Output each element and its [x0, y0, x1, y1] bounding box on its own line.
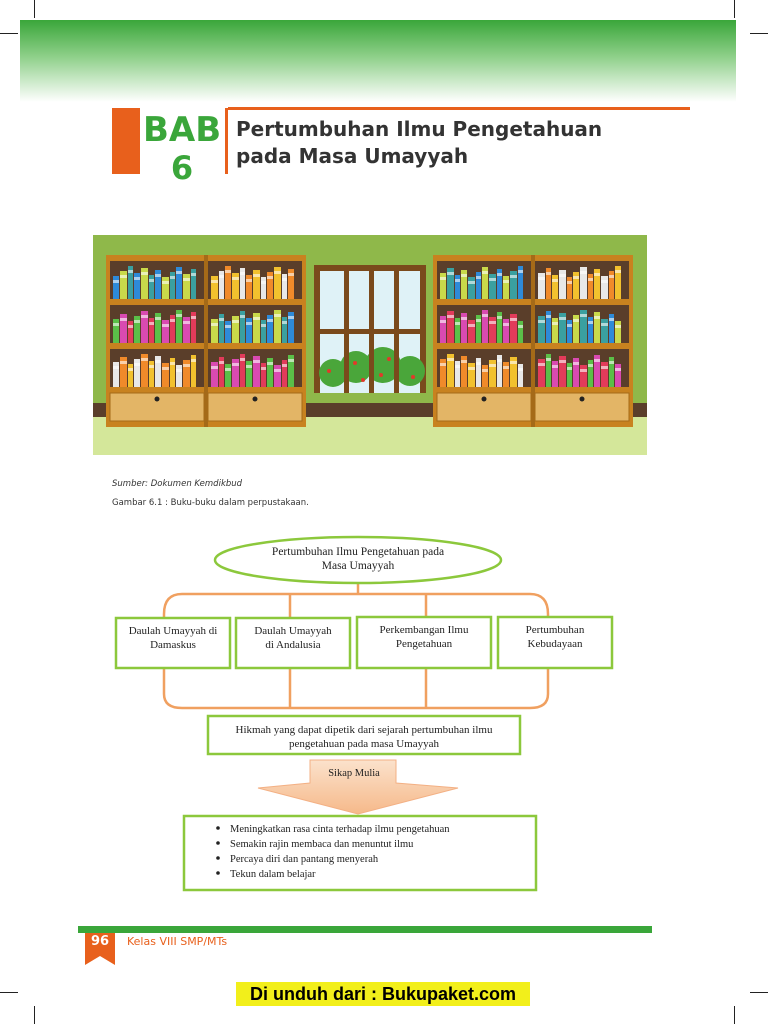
crop-mark	[750, 33, 768, 34]
window	[314, 265, 426, 393]
chapter-title-line1: Pertumbuhan Ilmu Pengetahuan	[236, 116, 676, 143]
hikmah-line2: pengetahuan pada masa Umayyah	[289, 738, 439, 750]
arrow-label: Sikap Mulia	[328, 768, 380, 779]
crop-mark	[734, 1006, 735, 1024]
figure-caption: Gambar 6.1 : Buku-buku dalam perpustakaa…	[112, 498, 309, 508]
branch-line1: Daulah Umayyah di	[129, 625, 218, 637]
crop-mark	[734, 0, 735, 18]
branch-node: Pertumbuhan Kebudayaan	[498, 617, 612, 668]
crop-mark	[750, 992, 768, 993]
bullet-icon	[216, 856, 220, 860]
figure-source: Sumber: Dokumen Kemdikbud	[112, 479, 242, 489]
list-item: Tekun dalam belajar	[230, 869, 316, 880]
list-item: Percaya diri dan pantang menyerah	[230, 854, 379, 865]
branch-line2: Pengetahuan	[396, 638, 453, 650]
branch-node: Daulah Umayyah di Andalusia	[236, 618, 350, 668]
branch-line2: Kebudayaan	[528, 638, 583, 650]
crop-mark	[34, 1006, 35, 1024]
download-banner[interactable]: Di unduh dari : Bukupaket.com	[236, 982, 530, 1006]
branch-node: Perkembangan Ilmu Pengetahuan	[357, 617, 491, 668]
bookshelf-right	[433, 255, 633, 427]
branch-line1: Perkembangan Ilmu	[380, 624, 469, 636]
library-illustration	[93, 235, 647, 455]
topic-line1: Pertumbuhan Ilmu Pengetahuan pada	[272, 546, 444, 558]
branch-line2: di Andalusia	[265, 639, 320, 651]
crop-mark	[0, 992, 18, 993]
title-rule	[228, 107, 690, 110]
concept-map: Pertumbuhan Ilmu Pengetahuan pada Masa U…	[100, 528, 640, 898]
footer-rule	[78, 926, 652, 933]
branch-node: Daulah Umayyah di Damaskus	[116, 618, 230, 668]
list-item: Meningkatkan rasa cinta terhadap ilmu pe…	[230, 824, 450, 835]
header-band	[20, 20, 736, 102]
hikmah-line1: Hikmah yang dapat dipetik dari sejarah p…	[236, 724, 493, 736]
bullet-icon	[216, 841, 220, 845]
chapter-number: 6	[143, 150, 221, 186]
chapter-title-line2: pada Masa Umayyah	[236, 143, 676, 170]
bullet-icon	[216, 826, 220, 830]
chapter-label: BAB	[143, 112, 221, 148]
topic-line2: Masa Umayyah	[322, 560, 395, 572]
crop-mark	[34, 0, 35, 18]
chapter-accent-bar	[112, 108, 140, 174]
bullet-icon	[216, 871, 220, 875]
chapter-title: Pertumbuhan Ilmu Pengetahuan pada Masa U…	[236, 116, 676, 170]
list-item: Semakin rajin membaca dan menuntut ilmu	[230, 839, 414, 850]
book-label: Kelas VIII SMP/MTs	[127, 935, 227, 948]
branch-line2: Damaskus	[150, 639, 196, 651]
branch-line1: Daulah Umayyah	[254, 625, 332, 637]
title-divider	[225, 108, 228, 174]
page-number: 96	[85, 934, 115, 949]
bookshelf-left	[106, 255, 306, 427]
crop-mark	[0, 33, 18, 34]
branch-line1: Pertumbuhan	[526, 624, 585, 636]
